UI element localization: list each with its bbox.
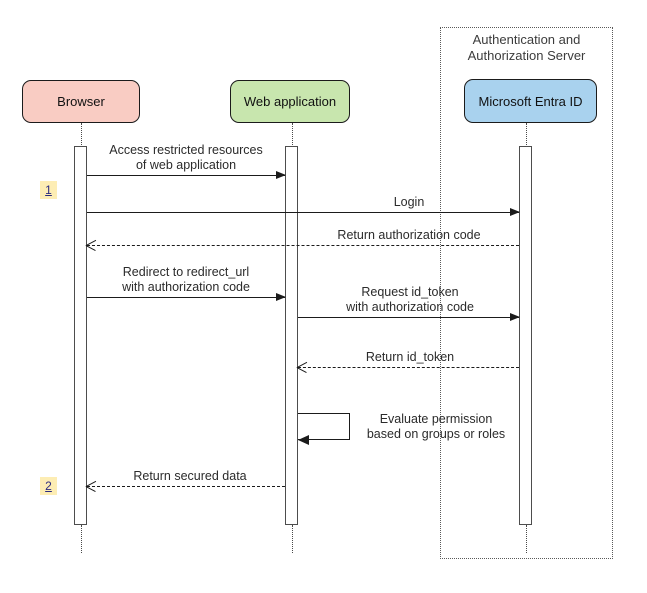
- participant-web-application[interactable]: Web application: [230, 80, 350, 123]
- boundary-label-auth-server: Authentication and Authorization Server: [467, 32, 586, 63]
- lifeline-microsoft-entra-id-bottom: [525, 525, 527, 553]
- message-label-return-id-token: Return id_token: [365, 350, 455, 364]
- activation-bar-microsoft-entra-id: [519, 146, 532, 525]
- arrowhead-right-icon: [276, 170, 286, 179]
- message-label-login: Login: [393, 195, 425, 209]
- boundary-auth-server: [440, 27, 613, 559]
- arrowhead-right-icon: [510, 207, 520, 216]
- step-badge-2-label: 2: [45, 479, 52, 493]
- message-label-return-secured-data: Return secured data: [133, 469, 247, 483]
- message-line: [298, 367, 519, 368]
- step-badge-1[interactable]: 1: [40, 181, 57, 199]
- arrowhead-right-icon: [276, 292, 286, 301]
- participant-microsoft-entra-id[interactable]: Microsoft Entra ID: [464, 79, 597, 123]
- message-line: [87, 212, 519, 213]
- participant-browser-label: Browser: [57, 94, 105, 109]
- message-line: [87, 175, 285, 176]
- activation-bar-web-application: [285, 146, 298, 525]
- arrowhead-right-icon: [510, 312, 520, 321]
- message-label-redirect-to-redirect-url: Redirect to redirect_url with authorizat…: [122, 265, 250, 294]
- message-line: [87, 245, 519, 246]
- message-label-access-restricted-resources: Access restricted resources of web appli…: [109, 143, 263, 172]
- lifeline-microsoft-entra-id-top: [525, 123, 527, 147]
- step-badge-2[interactable]: 2: [40, 477, 57, 495]
- step-badge-1-label: 1: [45, 183, 52, 197]
- lifeline-browser-top: [80, 123, 82, 147]
- self-call-evaluate-permission[interactable]: [298, 413, 350, 440]
- message-label-evaluate-permission: Evaluate permission based on groups or r…: [366, 412, 506, 441]
- participant-microsoft-entra-id-label: Microsoft Entra ID: [478, 93, 583, 109]
- activation-bar-browser: [74, 146, 87, 525]
- lifeline-browser-bottom: [80, 525, 82, 553]
- message-line: [87, 486, 285, 487]
- arrowhead-left-icon: [298, 435, 309, 445]
- message-line: [298, 317, 519, 318]
- message-label-request-id-token: Request id_token with authorization code: [346, 285, 474, 314]
- participant-browser[interactable]: Browser: [22, 80, 140, 123]
- message-line: [87, 297, 285, 298]
- lifeline-web-application-bottom: [291, 525, 293, 553]
- arrowhead-left-open-icon: [86, 480, 95, 492]
- participant-web-application-label: Web application: [243, 94, 337, 109]
- lifeline-web-application-top: [291, 123, 293, 147]
- arrowhead-left-open-icon: [86, 239, 95, 251]
- message-label-return-authorization-code: Return authorization code: [337, 228, 481, 242]
